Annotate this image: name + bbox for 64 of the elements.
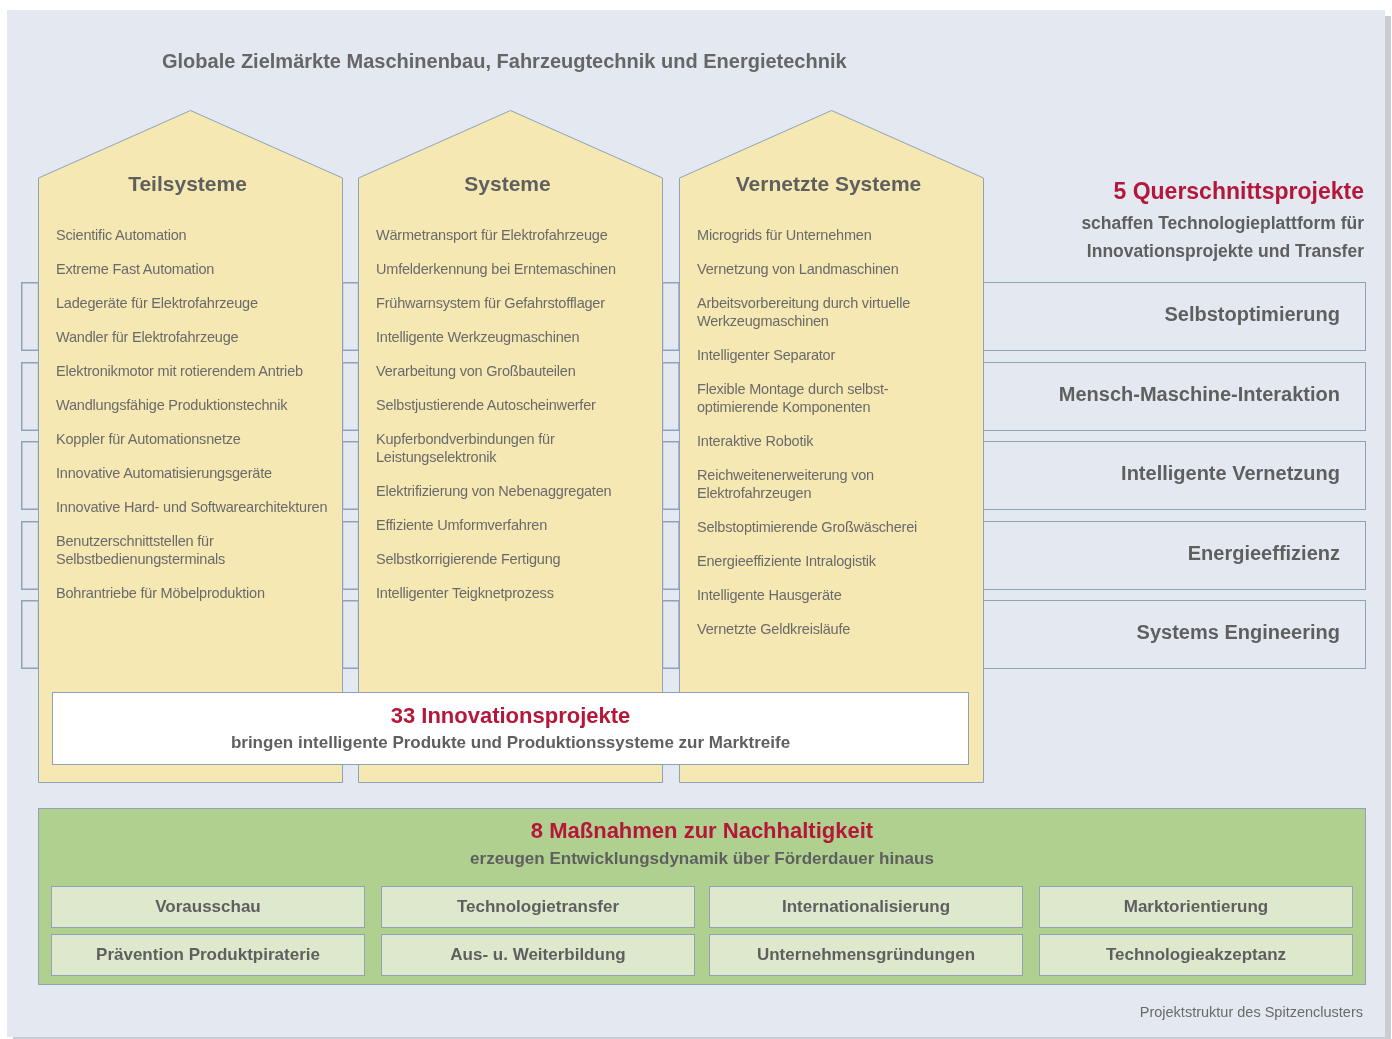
- band-label: Intelligente Vernetzung: [1121, 462, 1340, 485]
- project-item: Wandler für Elektrofahrzeuge: [56, 328, 240, 346]
- project-item: Arbeitsvorbereitung durch virtuelle Werkzeugmaschinen: [697, 294, 912, 330]
- project-item: Effiziente Umformverfahren: [376, 516, 549, 534]
- cross-project-band: [984, 441, 1366, 510]
- panel-subtitle: erzeugen Entwicklungsdynamik über Förderdauer hinaus: [469, 849, 935, 869]
- measure-tile: Prävention Produktpiraterie: [51, 934, 365, 976]
- project-item: Elektronikmotor mit rotierendem Antrieb: [56, 362, 304, 380]
- project-item: Intelligenter Separator: [697, 346, 837, 364]
- project-item: Kupferbondverbindungen für Leistungselektronik: [376, 430, 556, 466]
- cross-project-band: [984, 521, 1366, 590]
- project-item: Selbstjustierende Autoscheinwerfer: [376, 396, 597, 414]
- project-item: Microgrids für Unternehmen: [697, 226, 873, 244]
- project-item: Selbstkorrigierende Fertigung: [376, 550, 562, 568]
- cross-project-band: [984, 600, 1366, 669]
- project-item: Umfelderkennung bei Erntemaschinen: [376, 260, 617, 278]
- project-item: Benutzerschnittstellen für Selbstbedienungsterminals: [56, 532, 227, 568]
- measure-tile: Aus- u. Weiterbildung: [381, 934, 695, 976]
- caption: Projektstruktur des Spitzenclusters: [1139, 1004, 1363, 1020]
- cross-project-band: [984, 282, 1366, 351]
- band-label: Mensch-Maschine-Interaktion: [1058, 383, 1340, 406]
- band-label: Systems Engineering: [1136, 621, 1340, 644]
- project-item: Selbstoptimierende Großwäscherei: [697, 518, 919, 536]
- project-item: Innovative Hard- und Softwarearchitekturen: [56, 498, 329, 516]
- measure-tile: Internationalisierung: [709, 886, 1023, 928]
- project-item: Wärmetransport für Elektrofahrzeuge: [376, 226, 609, 244]
- sustainability-panel: [38, 808, 1366, 985]
- project-item: Innovative Automatisierungsgeräte: [56, 464, 273, 482]
- banner-subtitle: bringen intelligente Produkte und Produktionssysteme zur Marktreife: [229, 733, 792, 753]
- side-heading: 5 Querschnittsprojekte: [1112, 177, 1364, 205]
- column-heading: Vernetzte Systeme: [734, 172, 923, 196]
- measure-tile: Technologietransfer: [381, 886, 695, 928]
- measure-tile: Vorausschau: [51, 886, 365, 928]
- project-item: Intelligente Werkzeugmaschinen: [376, 328, 581, 346]
- panel-heading: 8 Maßnahmen zur Nachhaltigkeit: [529, 818, 875, 844]
- column-heading: Systeme: [463, 172, 552, 196]
- project-item: Koppler für Automationsnetze: [56, 430, 242, 448]
- band-label: Selbstoptimierung: [1164, 303, 1340, 326]
- project-item: Vernetzung von Landmaschinen: [697, 260, 900, 278]
- project-item: Vernetzte Geldkreisläufe: [697, 620, 852, 638]
- project-item: Frühwarnsystem für Gefahrstofflager: [376, 294, 606, 312]
- project-item: Bohrantriebe für Möbelproduktion: [56, 584, 266, 602]
- project-item: Intelligenter Teigknetprozess: [376, 584, 555, 602]
- side-subtitle: schaffen Technologieplattform für Innovationsprojekte und Transfer: [1080, 212, 1364, 263]
- project-item: Verarbeitung von Großbauteilen: [376, 362, 577, 380]
- project-item: Reichweitenerweiterung von Elektrofahrzeugen: [697, 466, 875, 502]
- project-item: Elektrifizierung von Nebenaggregaten: [376, 482, 613, 500]
- project-item: Energieeffiziente Intralogistik: [697, 552, 877, 570]
- measure-tile: Marktorientierung: [1039, 886, 1353, 928]
- project-item: Ladegeräte für Elektrofahrzeuge: [56, 294, 259, 312]
- project-item: Extreme Fast Automation: [56, 260, 216, 278]
- project-item: Interaktive Robotik: [697, 432, 815, 450]
- project-item: Intelligente Hausgeräte: [697, 586, 843, 604]
- measure-tile: Unternehmensgründungen: [709, 934, 1023, 976]
- diagram-title: Globale Zielmärkte Maschinenbau, Fahrzeugtechnik und Energietechnik: [162, 50, 847, 73]
- project-item: Scientific Automation: [56, 226, 188, 244]
- banner-heading: 33 Innovationsprojekte: [389, 703, 632, 729]
- project-item: Wandlungsfähige Produktionstechnik: [56, 396, 289, 414]
- innovation-banner: [52, 692, 969, 765]
- cross-project-band: [984, 362, 1366, 431]
- measure-tile: Technologieakzeptanz: [1039, 934, 1353, 976]
- project-item: Flexible Montage durch selbst- optimierende Komponenten: [697, 380, 890, 416]
- column-heading: Teilsysteme: [127, 172, 248, 196]
- band-label: Energieeffizienz: [1187, 542, 1340, 565]
